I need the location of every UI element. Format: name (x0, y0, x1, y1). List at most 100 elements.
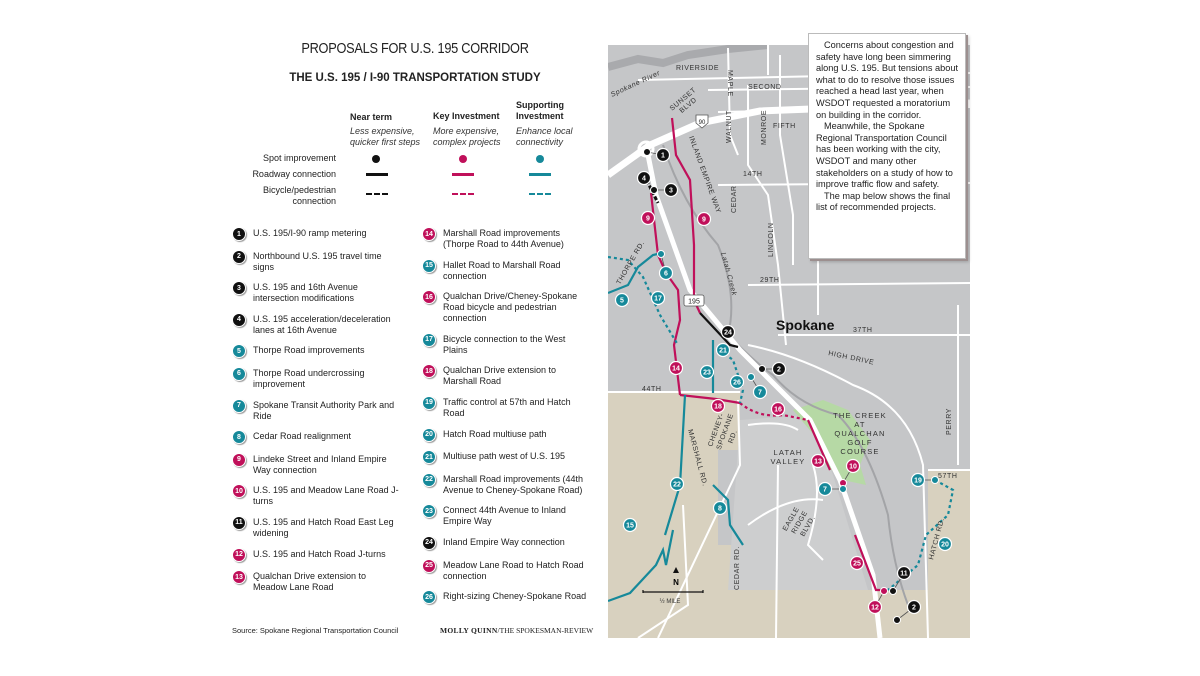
label-cheney-3: RD. (728, 429, 739, 444)
project-label: Marshall Road improvements (44th Avenue … (443, 473, 584, 495)
label-riverside: RIVERSIDE (676, 65, 719, 72)
project-marker-number: 7 (758, 390, 762, 397)
project-number-badge: 14 (422, 227, 436, 241)
project-marker (710, 398, 726, 414)
project-number-badge: 3 (232, 281, 246, 296)
label-29th: 29TH (760, 277, 780, 284)
spot-improvement-dot (758, 365, 766, 373)
project-label: Multiuse path west of U.S. 195 (443, 451, 566, 462)
project-marker (658, 265, 674, 281)
rural-area (608, 392, 970, 638)
project-marker (937, 536, 953, 552)
legend-row-spot: Spot improvement (262, 153, 336, 163)
supporting-bike-symbol (529, 193, 551, 195)
label-monroe: MONROE (761, 110, 768, 145)
route-15 (608, 529, 675, 603)
project-marker-number: 2 (777, 367, 781, 374)
project-list-item: 16 Qualchan Drive/Cheney-Spokane Road bic… (422, 290, 592, 324)
project-list-item: 19 Traffic control at 57th and Hatch Road (422, 395, 592, 419)
project-label: Bicycle connection to the West Plains (443, 333, 566, 355)
project-label: Northbound U.S. 195 travel time signs (253, 250, 382, 272)
project-marker (810, 453, 826, 469)
spot-improvement-dot (889, 587, 897, 595)
route-5-thorpe (608, 251, 663, 295)
us195-shield: 195 (683, 294, 705, 307)
label-high-drive: HIGH DRIVE (828, 350, 875, 367)
label-44th: 44TH (642, 386, 662, 393)
project-marker-number: 19 (914, 478, 922, 485)
spot-improvement-dot (931, 476, 939, 484)
project-label: Thorpe Road improvements (253, 345, 365, 356)
label-latah-valley-2: VALLEY (771, 457, 806, 466)
legend-col-near-title: Near term (350, 112, 393, 122)
intro-paragraph-2: Meanwhile, the Spokane Regional Transpor… (816, 121, 953, 190)
page-title: PROPOSALS FOR U.S. 195 CORRIDOR (301, 40, 529, 57)
label-second: SECOND (748, 84, 782, 91)
project-marker (752, 384, 768, 400)
project-label: Traffic control at 57th and Hatch Road (443, 396, 571, 418)
near-roadway-symbol (366, 173, 388, 176)
legend-col-near-desc: Less expensive, quicker first steps (350, 126, 421, 147)
us195-shield-number: 195 (688, 299, 700, 306)
legend-row-bike: Bicycle/pedestrian connection (262, 185, 336, 206)
project-marker-number: 4 (642, 176, 646, 183)
project-marker-number: 16 (774, 407, 782, 414)
project-label: Thorpe Road undercrossing improvement (253, 367, 365, 389)
project-marker-number: 23 (703, 370, 711, 377)
label-latah-creek: Latah Creek (719, 252, 737, 297)
route-24 (699, 312, 739, 349)
page-subtitle: THE U.S. 195 / I-90 TRANSPORTATION STUDY (289, 72, 541, 84)
label-latah-valley-1: LATAH (773, 448, 802, 457)
project-marker (715, 342, 731, 358)
project-list-item: 3 U.S. 195 and 16th Avenue intersection m… (232, 281, 402, 304)
intro-paragraph-1: Concerns about congestion and safety hav… (816, 40, 958, 120)
project-label: Qualchan Drive extension to Meadow Lane … (253, 571, 367, 593)
project-list-item: 21 Multiuse path west of U.S. 195 (422, 450, 592, 465)
credit: MOLLY QUINN/THE SPOKESMAN-REVIEW (440, 626, 593, 635)
project-marker-number: 3 (669, 188, 673, 195)
project-marker (910, 472, 926, 488)
project-number-badge: 26 (422, 590, 436, 605)
project-label: Qualchan Drive extension to Marshall Roa… (443, 365, 557, 387)
spokane-river (608, 45, 769, 71)
project-marker (867, 599, 883, 615)
project-marker-number: 26 (733, 380, 741, 387)
project-marker (817, 481, 833, 497)
project-marker-number: 17 (654, 296, 662, 303)
intro-paragraph-3: The map below shows the final list of re… (816, 190, 951, 213)
spot-improvement-dot (893, 616, 901, 624)
project-number-badge: 21 (422, 450, 436, 465)
project-marker-number: 15 (626, 523, 634, 530)
project-label: Hatch Road multiuse path (443, 428, 547, 439)
project-label: U.S. 195 and 16th Avenue intersection mo… (253, 282, 358, 304)
project-label: Cedar Road realignment (253, 431, 352, 442)
label-cedar: CEDAR (731, 185, 738, 213)
project-label: Right-sizing Cheney-Spokane Road (443, 591, 587, 602)
project-marker-number: 12 (871, 605, 879, 612)
label-37th: 37TH (853, 327, 873, 334)
label-sunset: SUNSETBLVD (669, 87, 703, 119)
project-list-item: 2 Northbound U.S. 195 travel time signs (232, 249, 402, 273)
project-number-badge: 11 (232, 515, 246, 530)
project-number-badge: 8 (232, 430, 246, 445)
project-number-badge: 9 (232, 452, 246, 467)
project-number-badge: 2 (232, 249, 246, 264)
label-cedar-rd: CEDAR RD. (734, 546, 741, 590)
project-label: Qualchan Drive/Cheney-Spokane Road bicyc… (443, 291, 578, 324)
route-20-hatch-bike (887, 479, 955, 591)
project-marker (668, 360, 684, 376)
project-number-badge: 16 (422, 290, 436, 305)
project-number-badge: 19 (422, 395, 436, 410)
